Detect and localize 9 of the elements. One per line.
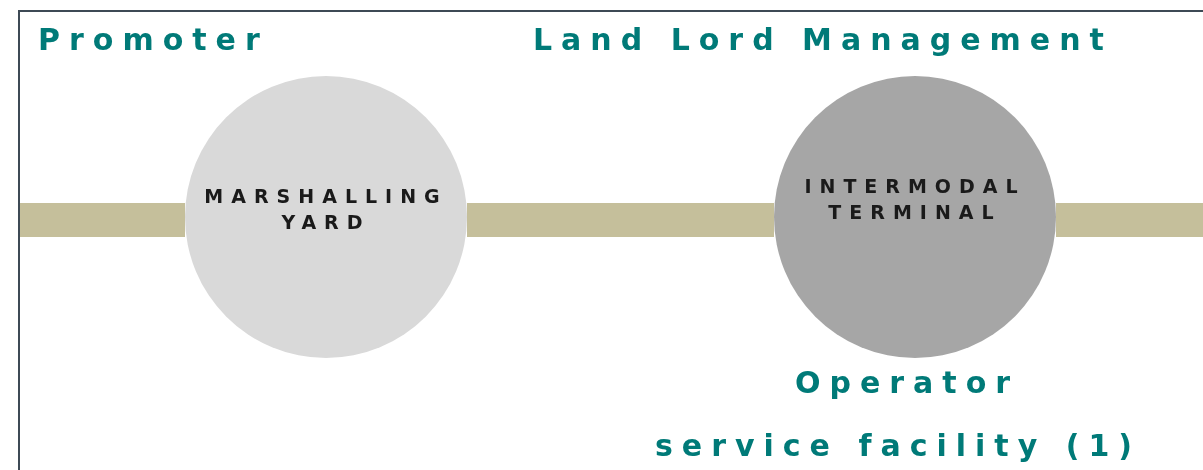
role-label: Operator: [795, 365, 1020, 400]
role-label: Land Lord Management: [533, 22, 1113, 57]
role-label: Promoter: [38, 22, 269, 57]
track-band: [20, 203, 185, 237]
node-label: MARSHALLING YARD: [203, 184, 449, 235]
role-label: service facility (1): [655, 428, 1141, 463]
node-label: INTERMODAL TERMINAL: [803, 174, 1027, 225]
track-band: [467, 203, 774, 237]
track-band: [1056, 203, 1203, 237]
